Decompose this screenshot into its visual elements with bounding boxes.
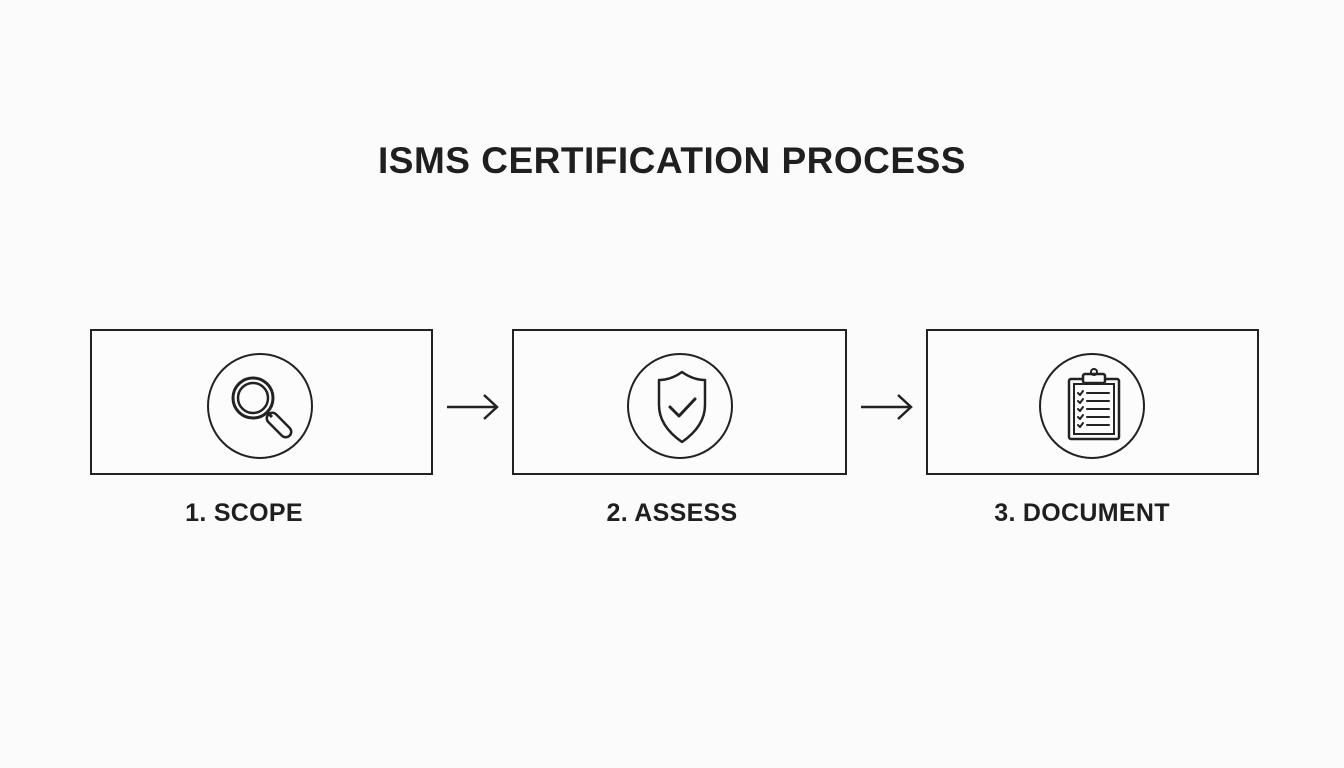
step-label-document: 3. DOCUMENT [994,499,1170,527]
step-label-assess: 2. ASSESS [606,499,738,527]
diagram-title: ISMS CERTIFICATION PROCESS [378,140,966,181]
step-box-assess [512,329,847,475]
magnifying-glass-icon [207,353,313,459]
step-box-scope [90,329,433,475]
clipboard-checklist-icon [1039,353,1145,459]
step-label-scope: 1. SCOPE [185,499,303,527]
shield-check-icon [627,353,733,459]
arrow-right-icon [447,394,499,420]
arrow-right-icon [861,394,913,420]
step-box-document [926,329,1259,475]
